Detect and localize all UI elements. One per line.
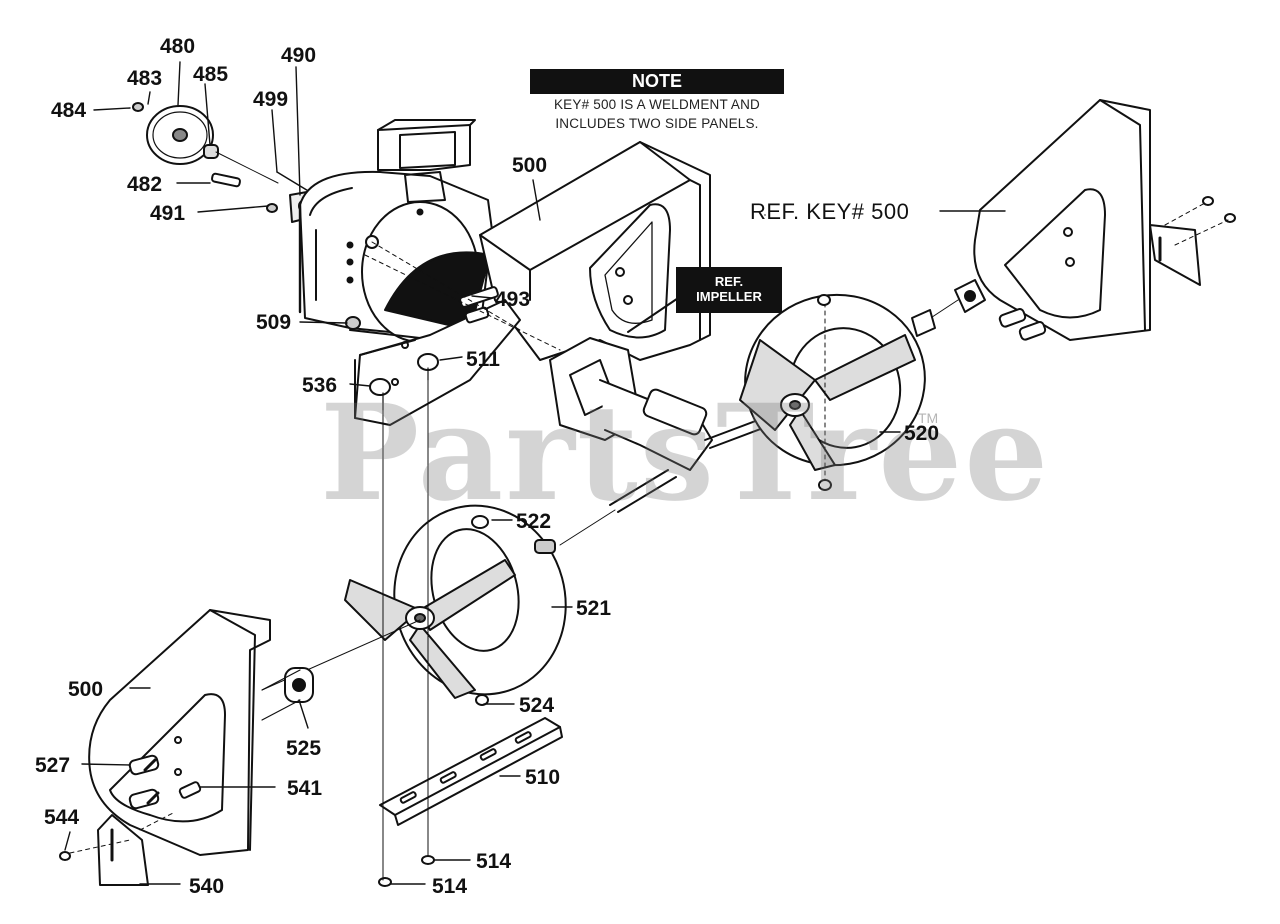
- part-label-527: 527: [35, 754, 71, 777]
- trademark-symbol: TM: [918, 410, 939, 426]
- part-label-520: 520: [904, 422, 940, 445]
- part-label-510: 510: [525, 766, 561, 789]
- part-label-499: 499: [253, 88, 289, 111]
- part-label-514-b: 514: [432, 875, 468, 898]
- callout-line-2: IMPELLER: [696, 289, 762, 304]
- part-label-544: 544: [44, 806, 80, 829]
- part-label-500-top: 500: [512, 154, 548, 177]
- part-label-484: 484: [51, 99, 87, 122]
- part-label-480: 480: [160, 35, 196, 58]
- part-label-536: 536: [302, 374, 338, 397]
- shave-plate: [378, 717, 563, 887]
- part-label-500-left: 500: [68, 678, 104, 701]
- note-line-2: INCLUDES TWO SIDE PANELS.: [555, 116, 759, 131]
- leader-lines: [64, 61, 1006, 885]
- alignment-lines: [382, 379, 429, 881]
- right-auger: [739, 293, 926, 491]
- callout-line-1: REF.: [714, 274, 744, 290]
- part-label-524: 524: [519, 694, 555, 717]
- left-auger: [261, 504, 567, 706]
- part-label-483: 483: [127, 67, 163, 90]
- note-line-1: KEY# 500 IS A WELDMENT AND: [553, 97, 761, 112]
- part-label-540: 540: [189, 875, 225, 898]
- part-label-485: 485: [193, 63, 229, 86]
- part-label-521: 521: [576, 597, 612, 620]
- part-label-522: 522: [516, 510, 552, 533]
- part-label-525: 525: [286, 737, 322, 760]
- ref-impeller-callout: REF. IMPELLER: [676, 267, 782, 313]
- part-label-490: 490: [281, 44, 317, 67]
- part-label-493: 493: [495, 288, 531, 311]
- right-side-panel: [911, 99, 1236, 341]
- part-label-509: 509: [256, 311, 292, 334]
- ref-key-label: REF. KEY# 500: [750, 199, 910, 224]
- gearbox-assembly: [549, 337, 796, 546]
- left-side-panel: [59, 609, 314, 886]
- part-label-482: 482: [127, 173, 163, 196]
- part-label-514-a: 514: [476, 850, 512, 873]
- part-label-541: 541: [287, 777, 323, 800]
- part-label-511: 511: [466, 348, 500, 371]
- note-heading: NOTE: [530, 69, 784, 94]
- part-label-491: 491: [150, 202, 186, 225]
- auger-housing: [298, 119, 493, 343]
